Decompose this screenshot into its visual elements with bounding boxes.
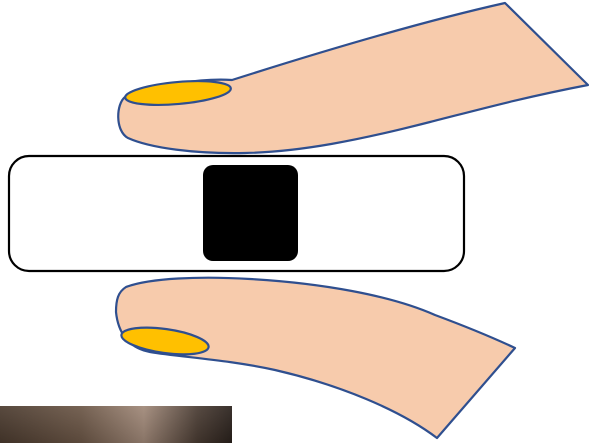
sensor-pad: [203, 165, 298, 261]
upper-finger: [118, 3, 588, 153]
lower-finger-body: [116, 278, 515, 438]
lower-finger: [116, 278, 515, 438]
upper-finger-body: [118, 3, 588, 153]
sensor-strip: [9, 156, 464, 271]
